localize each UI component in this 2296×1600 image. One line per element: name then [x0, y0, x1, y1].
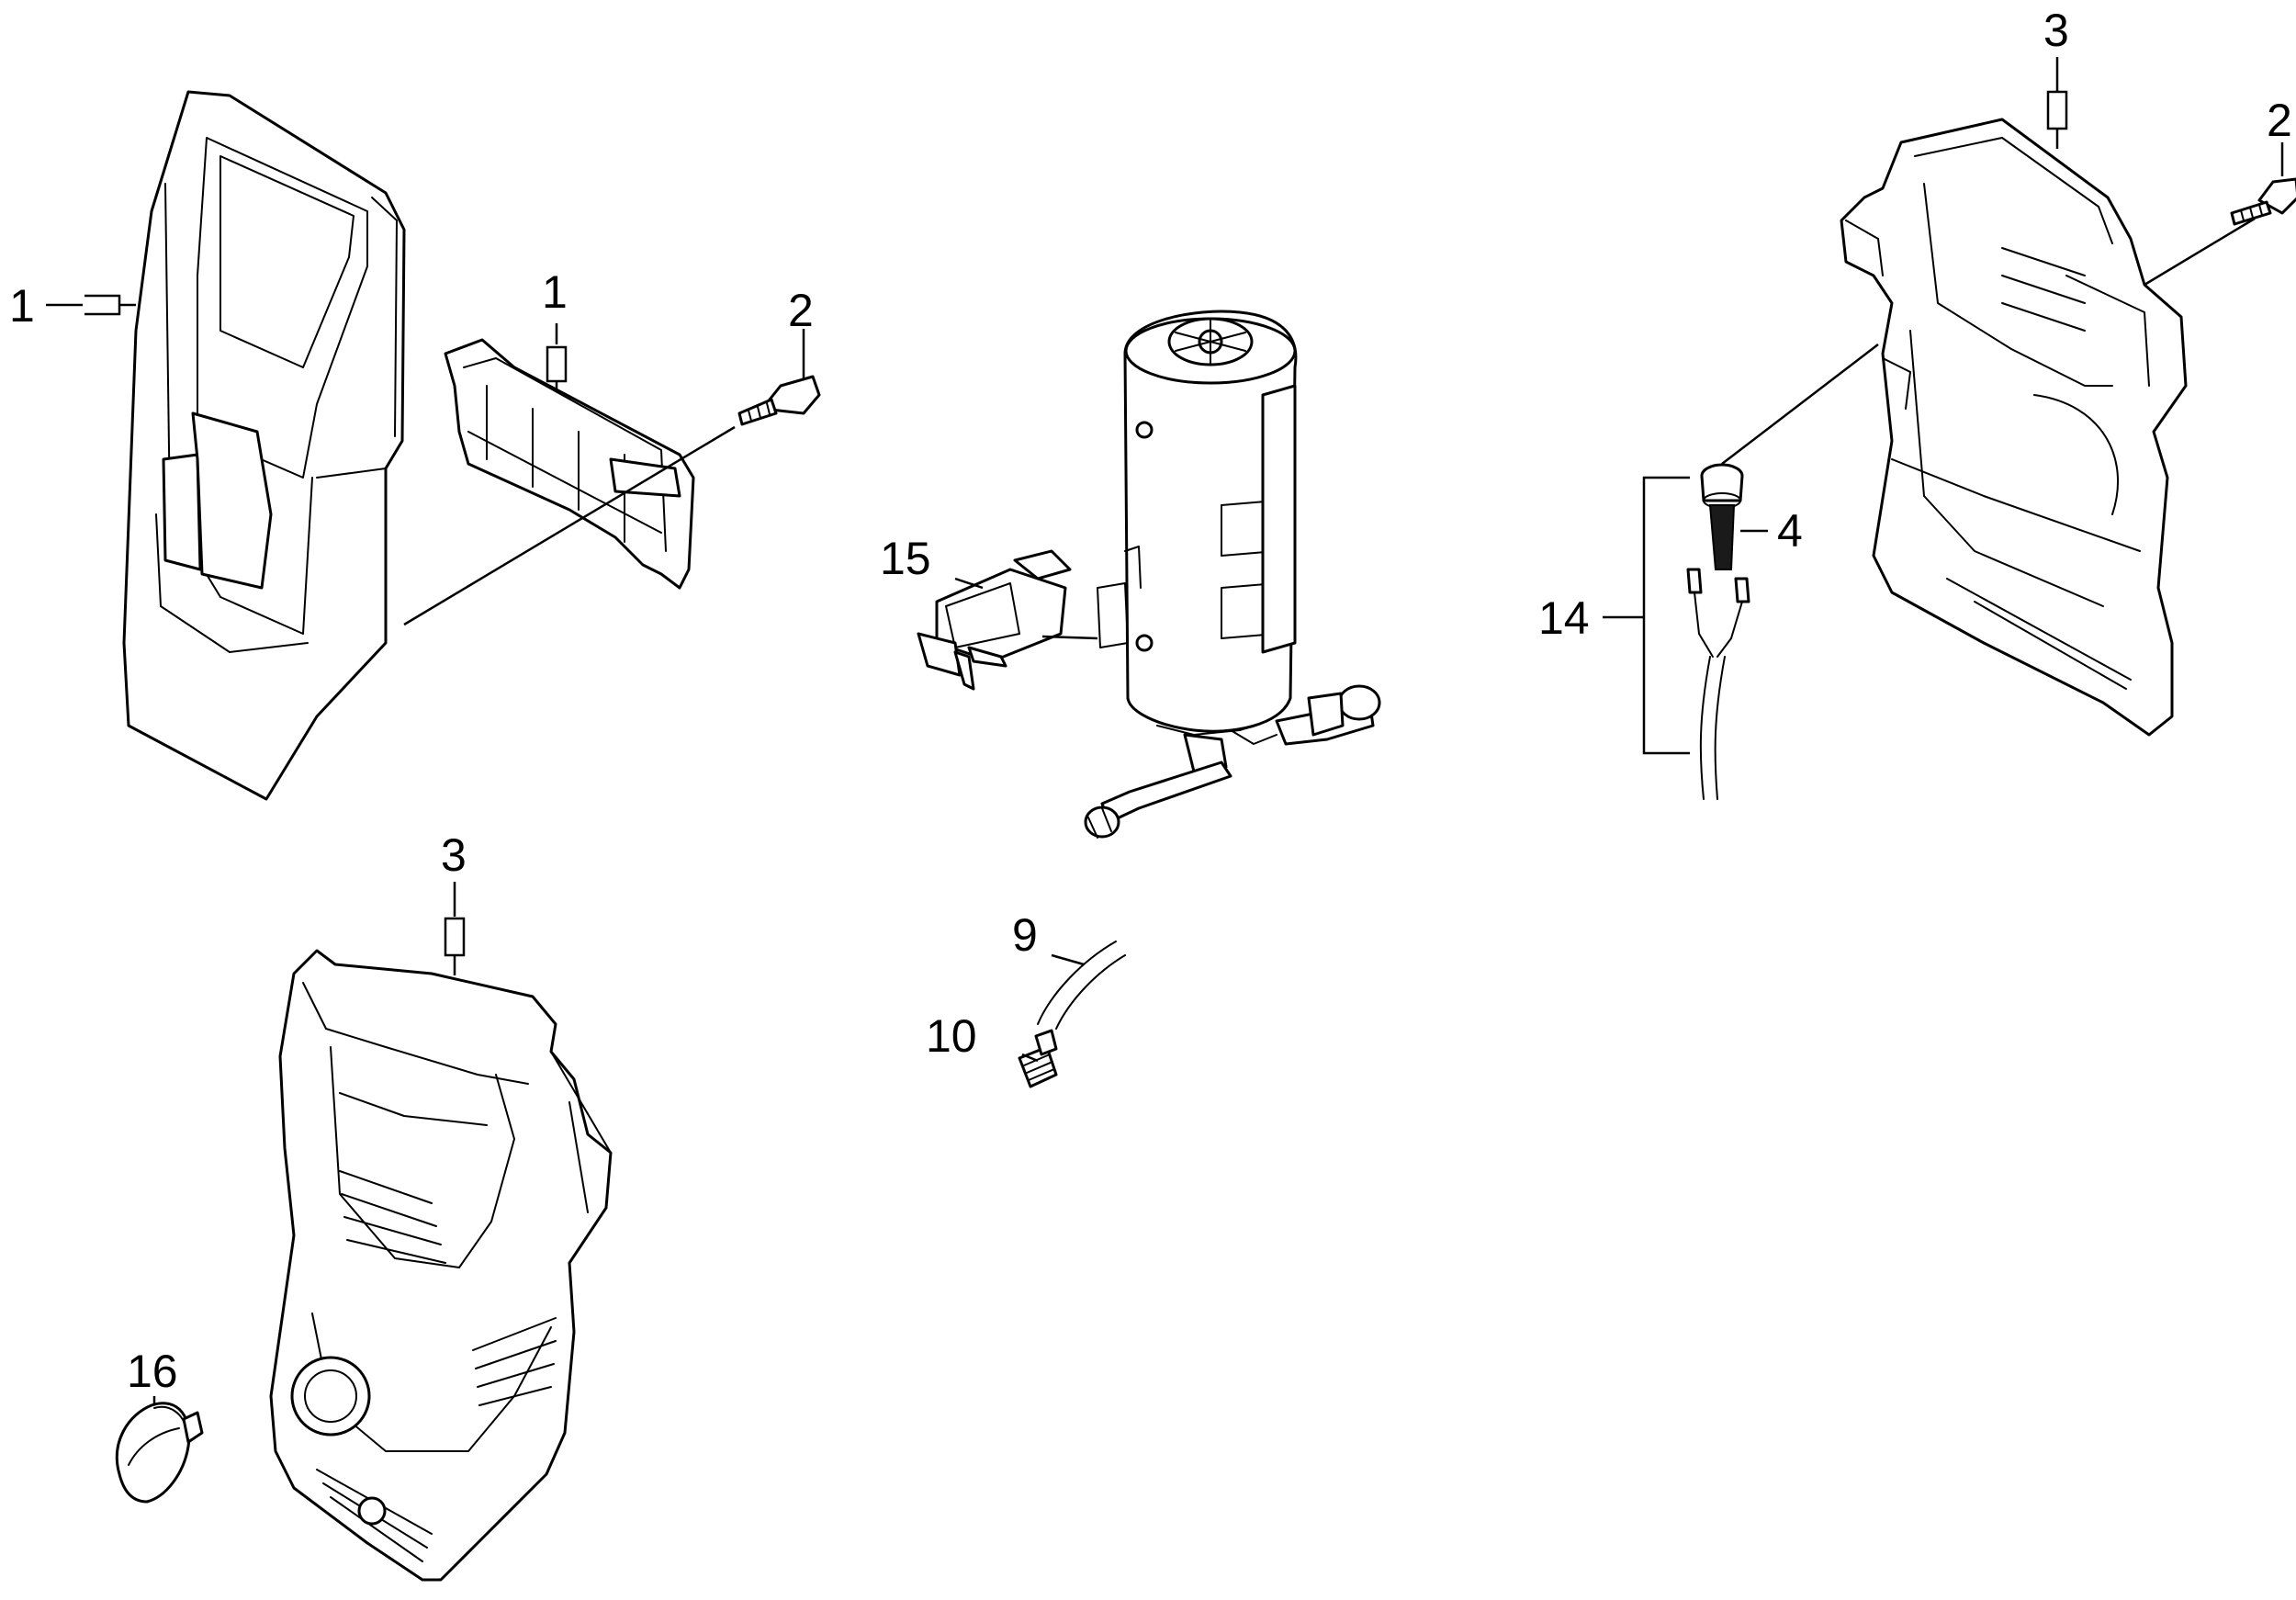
front-cover-part: [122, 90, 406, 801]
callout-hose-9: 9: [1012, 909, 1038, 961]
rear-housing-part: [1840, 118, 2188, 737]
connector-part: [1018, 1029, 1058, 1088]
callout-labels: 1 1 2 3 2 4 14 15 3 9 10 16: [9, 5, 2292, 1397]
motor-pump-unit: [1084, 310, 1381, 839]
callout-housing-3-front: 3: [441, 829, 467, 881]
callout-screw-2-left: 2: [788, 285, 814, 336]
front-housing-part: [269, 949, 613, 1582]
cable-gland-part: [1700, 463, 1744, 570]
screw-part-right: [2230, 177, 2296, 226]
cap-part: [115, 1402, 204, 1504]
callout-front-cover-1: 1: [9, 280, 35, 332]
switch-part: [917, 549, 1072, 691]
callout-connector-10: 10: [926, 1010, 977, 1062]
callout-power-cable-14: 14: [1538, 592, 1590, 644]
holder-bracket-part: [444, 338, 695, 590]
callout-holder-1: 1: [542, 266, 568, 318]
callout-screw-2-right: 2: [2267, 95, 2292, 146]
callout-cap-16: 16: [127, 1346, 178, 1397]
power-cable-part: [1686, 568, 1750, 800]
callout-switch-15: 15: [880, 533, 931, 584]
hose-part: [1037, 941, 1126, 1030]
callout-housing-3-back: 3: [2043, 5, 2069, 56]
callout-cable-gland-4: 4: [1777, 505, 1803, 557]
leader-lines: [46, 57, 2284, 1405]
screw-part-left: [737, 375, 821, 426]
